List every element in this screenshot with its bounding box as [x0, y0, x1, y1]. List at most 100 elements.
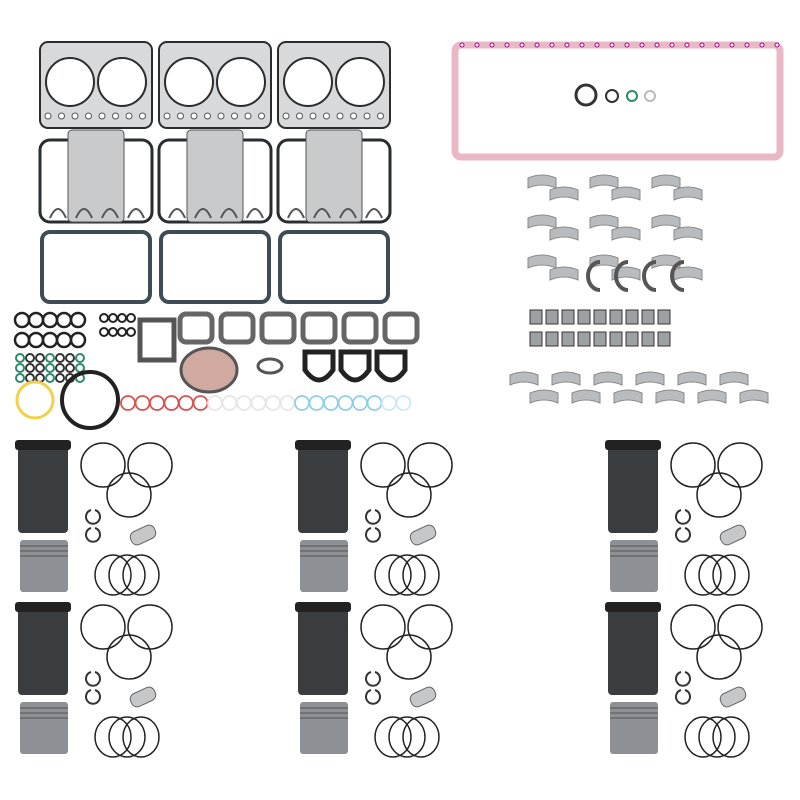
piston-ring — [94, 716, 132, 758]
cylinder-bore-hole — [97, 57, 147, 107]
bolt-hole — [85, 112, 92, 120]
piston — [20, 702, 68, 754]
bolt-hole — [296, 112, 303, 120]
liner-o-ring — [337, 395, 354, 411]
piston-pin — [129, 524, 157, 546]
o-ring — [27, 331, 45, 349]
liner-o-ring — [366, 395, 383, 411]
cylinder-bore-hole — [45, 57, 95, 107]
cylinder-kit — [605, 602, 763, 758]
bolt-hole — [71, 112, 79, 120]
rocker-cover-gasket — [278, 230, 390, 304]
main-bearing — [677, 371, 707, 386]
pan-bolt-hole — [624, 42, 630, 48]
o-ring — [717, 604, 763, 650]
o-ring — [386, 472, 432, 518]
liner-o-ring — [294, 395, 310, 411]
liner-o-ring — [236, 395, 252, 411]
o-ring — [360, 442, 406, 488]
thrust-washer — [614, 260, 629, 292]
bolt-hole — [98, 112, 106, 120]
piston-ring — [684, 554, 722, 596]
manifold-gasket — [259, 311, 297, 345]
connecting-rod-bearing — [673, 266, 703, 281]
rocker-cover-gasket — [40, 230, 152, 304]
o-ring — [13, 311, 31, 329]
pan-bolt-hole — [684, 42, 690, 48]
bearing-retainer — [625, 309, 639, 325]
bolt-hole — [231, 112, 238, 120]
small-o-ring — [108, 327, 118, 337]
o-ring — [644, 90, 656, 102]
pan-bolt-hole — [759, 42, 765, 48]
small-seal — [75, 363, 85, 373]
bolt-hole — [258, 112, 265, 120]
small-seal — [15, 363, 25, 373]
o-ring — [80, 442, 126, 488]
connecting-rod-bearing — [651, 174, 681, 189]
piston-ring — [684, 716, 722, 758]
rocker-gasket-plate — [305, 129, 363, 223]
connecting-rod-bearing — [673, 186, 703, 201]
snap-ring — [675, 671, 691, 687]
pan-bolt-hole — [714, 42, 720, 48]
bolt-hole — [377, 112, 384, 120]
o-ring — [360, 604, 406, 650]
bolt-hole — [204, 112, 211, 120]
piston-ring — [698, 716, 736, 758]
manifold-gasket — [300, 311, 338, 345]
cylinder-bore-hole — [164, 57, 214, 107]
gasket-arch — [168, 208, 186, 219]
main-bearing — [571, 389, 601, 404]
o-ring — [696, 634, 742, 680]
small-o-ring — [99, 327, 109, 337]
liner-o-ring — [279, 395, 296, 411]
gasket-arch — [127, 208, 145, 219]
cylinder-kits — [15, 440, 763, 758]
liner-o-ring — [192, 395, 209, 411]
liner-o-ring — [308, 395, 325, 411]
small-seal — [25, 363, 35, 373]
water-pump-gasket — [179, 346, 239, 394]
main-bearing — [593, 371, 623, 386]
small-o-ring — [108, 313, 118, 323]
liner-o-ring — [120, 395, 136, 411]
connecting-rod-bearing — [673, 226, 703, 241]
bolt-hole — [125, 112, 133, 120]
small-o-ring — [126, 313, 136, 323]
bolt-hole — [323, 112, 330, 120]
snap-ring — [365, 527, 381, 543]
small-seal — [75, 353, 85, 363]
gasket-arch — [313, 208, 331, 219]
liner-o-ring — [163, 395, 180, 411]
pan-bolt-hole — [594, 42, 600, 48]
o-ring — [13, 331, 31, 349]
bolt-hole — [350, 112, 357, 120]
cylinder-kit — [605, 440, 763, 596]
bolt-hole — [190, 112, 198, 120]
piston-pin — [409, 524, 437, 546]
o-ring — [69, 331, 87, 349]
cylinder-liner — [18, 602, 68, 695]
o-ring — [407, 442, 453, 488]
connecting-rod-bearing — [527, 174, 557, 189]
pan-bolt-hole — [729, 42, 735, 48]
pan-bolt-hole — [564, 42, 570, 48]
bolt-hole — [44, 112, 52, 120]
liner-flange — [295, 440, 351, 450]
manifold-gasket — [177, 311, 215, 345]
snap-ring — [365, 671, 381, 687]
yellow-seal-ring — [15, 380, 55, 420]
cylinder-liner — [18, 440, 68, 533]
bolt-hole — [112, 112, 119, 120]
bearing-retainer — [657, 331, 671, 347]
oil-pan-gasket — [451, 41, 784, 161]
bearing-retainer — [529, 309, 543, 325]
snap-ring — [675, 509, 691, 525]
main-bearing — [635, 371, 665, 386]
bearing-retainer — [577, 331, 591, 347]
gasket-arch — [49, 208, 67, 219]
liner-o-ring — [178, 395, 194, 411]
liner-o-ring — [265, 395, 281, 411]
